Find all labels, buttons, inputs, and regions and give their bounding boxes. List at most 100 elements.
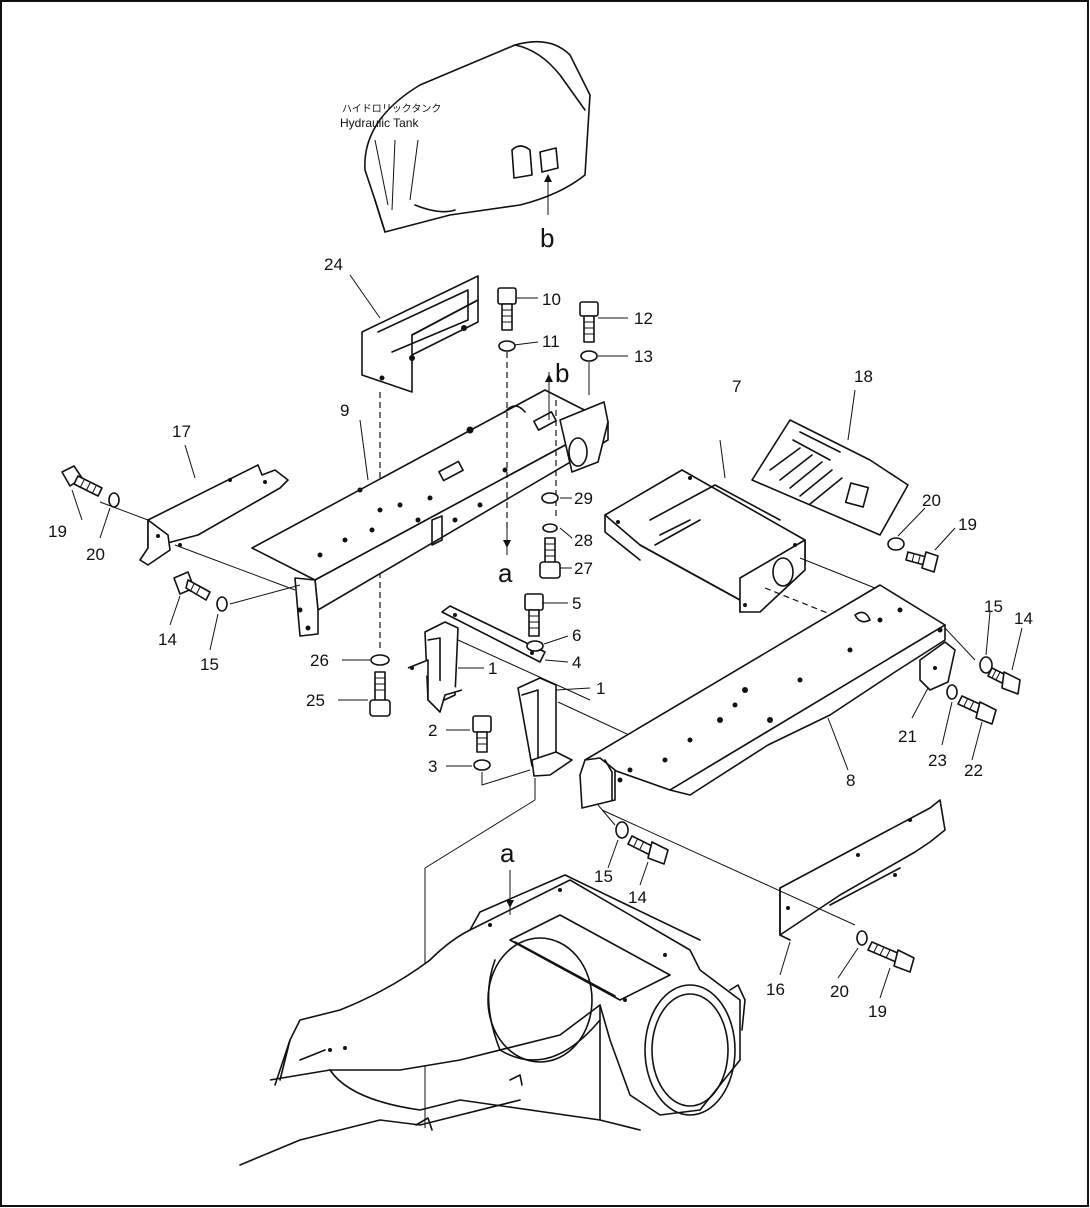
label-25: 25 <box>306 691 325 710</box>
label-15-bottom: 15 <box>594 867 613 886</box>
label-13: 13 <box>634 347 653 366</box>
ref-arrow-a-mid <box>503 528 511 555</box>
label-1-right: 1 <box>596 679 605 698</box>
label-15-right: 15 <box>984 597 1003 616</box>
label-28: 28 <box>574 531 593 550</box>
washer-3 <box>473 759 491 771</box>
frame-9 <box>251 389 609 637</box>
label-19-left: 19 <box>48 522 67 541</box>
label-10: 10 <box>542 290 561 309</box>
label-9: 9 <box>340 401 349 420</box>
washer-15-bottom <box>615 821 629 839</box>
bolt-10 <box>497 287 517 331</box>
lead-3-1 <box>481 769 531 786</box>
bracket-1-left <box>407 621 463 713</box>
plate-21 <box>919 641 956 691</box>
bracket-24 <box>361 275 479 393</box>
label-1-left: 1 <box>488 659 497 678</box>
label-14-bottom: 14 <box>628 888 647 907</box>
label-3: 3 <box>428 757 437 776</box>
washer-11 <box>498 340 516 352</box>
washer-23 <box>946 684 958 700</box>
cover-18 <box>751 419 909 536</box>
ref-arrow-a-bottom <box>506 870 514 915</box>
lead-17-9 <box>174 544 296 591</box>
ref-mark-a-mid: a <box>498 558 513 588</box>
bolt-14-left <box>173 571 211 601</box>
washer-28 <box>542 523 558 533</box>
bracket-7 <box>604 469 806 613</box>
bolt-19-left <box>61 465 103 497</box>
base-frame <box>239 874 746 1166</box>
lead-7-8 <box>799 557 881 591</box>
lead-1-frame <box>424 799 536 869</box>
lead-19-17 <box>99 501 149 521</box>
washer-29 <box>541 492 559 504</box>
label-11: 11 <box>542 332 560 351</box>
ref-mark-b-mid: b <box>555 358 569 388</box>
ref-mark-a-bottom: a <box>500 838 515 868</box>
washer-26 <box>370 654 390 666</box>
ref-arrow-b-mid <box>545 372 553 420</box>
tank-label-japanese: ハイドロリックタンク <box>342 103 441 115</box>
washer-15-left <box>216 596 228 612</box>
ref-mark-b-top: b <box>540 223 554 253</box>
bracket-1-right <box>517 677 573 777</box>
label-8: 8 <box>846 771 855 790</box>
bolt-2 <box>472 715 492 753</box>
plate-16 <box>779 799 946 941</box>
washer-20-right <box>887 537 905 551</box>
label-14-right: 14 <box>1014 609 1033 628</box>
part-labels: 24 9 17 19 20 14 15 10 11 12 13 7 18 29 … <box>48 255 1033 1021</box>
label-19-bottom: 19 <box>868 1002 887 1021</box>
label-24: 24 <box>324 255 343 274</box>
bolt-22 <box>957 695 997 725</box>
label-21: 21 <box>898 727 917 746</box>
label-2: 2 <box>428 721 437 740</box>
label-29: 29 <box>574 489 593 508</box>
tank-label-english: Hydraulic Tank <box>340 116 419 130</box>
label-4: 4 <box>572 653 581 672</box>
frame-8 <box>579 584 946 809</box>
plate-17 <box>139 464 289 566</box>
label-26: 26 <box>310 651 329 670</box>
bolt-12 <box>579 301 599 343</box>
label-5: 5 <box>572 594 581 613</box>
hydraulic-tank <box>364 40 591 233</box>
lead-1-8 <box>557 701 641 741</box>
washer-6 <box>526 640 544 652</box>
label-27: 27 <box>574 559 593 578</box>
label-7: 7 <box>732 377 741 396</box>
bolt-14-bottom <box>627 835 669 865</box>
bolt-5 <box>524 593 544 637</box>
washer-13 <box>580 350 598 362</box>
washer-15-right <box>979 656 993 674</box>
label-6: 6 <box>572 626 581 645</box>
label-15-left: 15 <box>200 655 219 674</box>
lead-8-15-bottom <box>597 804 616 826</box>
label-20-bottom: 20 <box>830 982 849 1001</box>
ref-arrow-b-top <box>544 174 552 215</box>
label-12: 12 <box>634 309 653 328</box>
lead-15-9 <box>229 584 301 605</box>
label-19-right: 19 <box>958 515 977 534</box>
label-20-left: 20 <box>86 545 105 564</box>
label-16: 16 <box>766 980 785 999</box>
bolt-14-right <box>987 667 1021 695</box>
washer-20-bottom <box>856 930 868 946</box>
washer-20-left <box>108 492 120 508</box>
label-23: 23 <box>928 751 947 770</box>
bolt-19-bottom <box>867 941 915 973</box>
bolt-19-right <box>905 551 939 573</box>
label-22: 22 <box>964 761 983 780</box>
label-18: 18 <box>854 367 873 386</box>
bolt-25 <box>369 671 391 717</box>
plate-4 <box>441 605 546 663</box>
label-17: 17 <box>172 422 191 441</box>
bolt-27 <box>539 537 561 579</box>
label-14-left: 14 <box>158 630 177 649</box>
lead-8-15 <box>944 627 976 661</box>
callout-leaders <box>71 274 1023 999</box>
